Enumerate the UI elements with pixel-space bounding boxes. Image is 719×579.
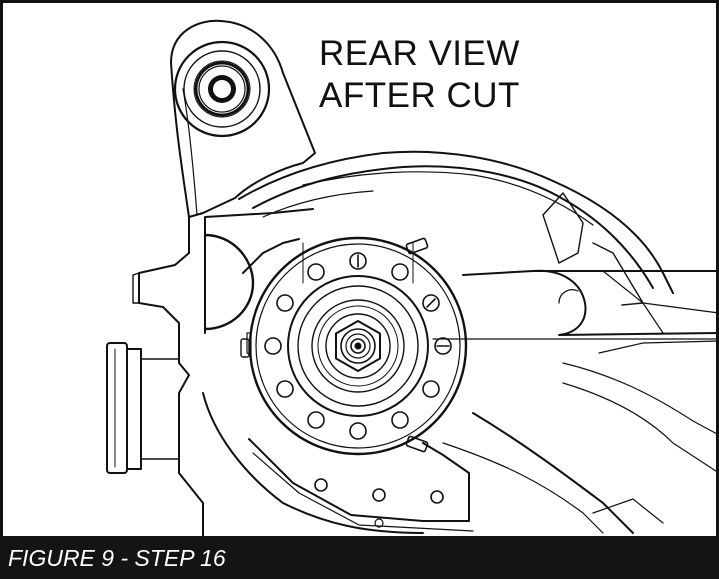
upper-link-tab	[170, 19, 316, 218]
hub-bolt-pattern	[264, 252, 452, 440]
axle-rear-view-drawing	[106, 19, 719, 539]
cut-bracket	[132, 208, 314, 539]
hub	[240, 236, 468, 456]
caption-bar: FIGURE 9 - STEP 16	[0, 536, 719, 579]
lower-housing	[202, 340, 719, 534]
housing-cover	[238, 150, 674, 306]
view-label-line-1: REAR VIEW	[319, 34, 520, 73]
axle-tube-left	[106, 342, 180, 474]
figure-caption: FIGURE 9 - STEP 16	[8, 545, 226, 571]
view-label-line-2: AFTER CUT	[319, 76, 520, 115]
bushing	[173, 40, 271, 138]
view-label: REAR VIEW AFTER CUT	[319, 33, 520, 117]
axle-tube-right	[432, 269, 719, 340]
